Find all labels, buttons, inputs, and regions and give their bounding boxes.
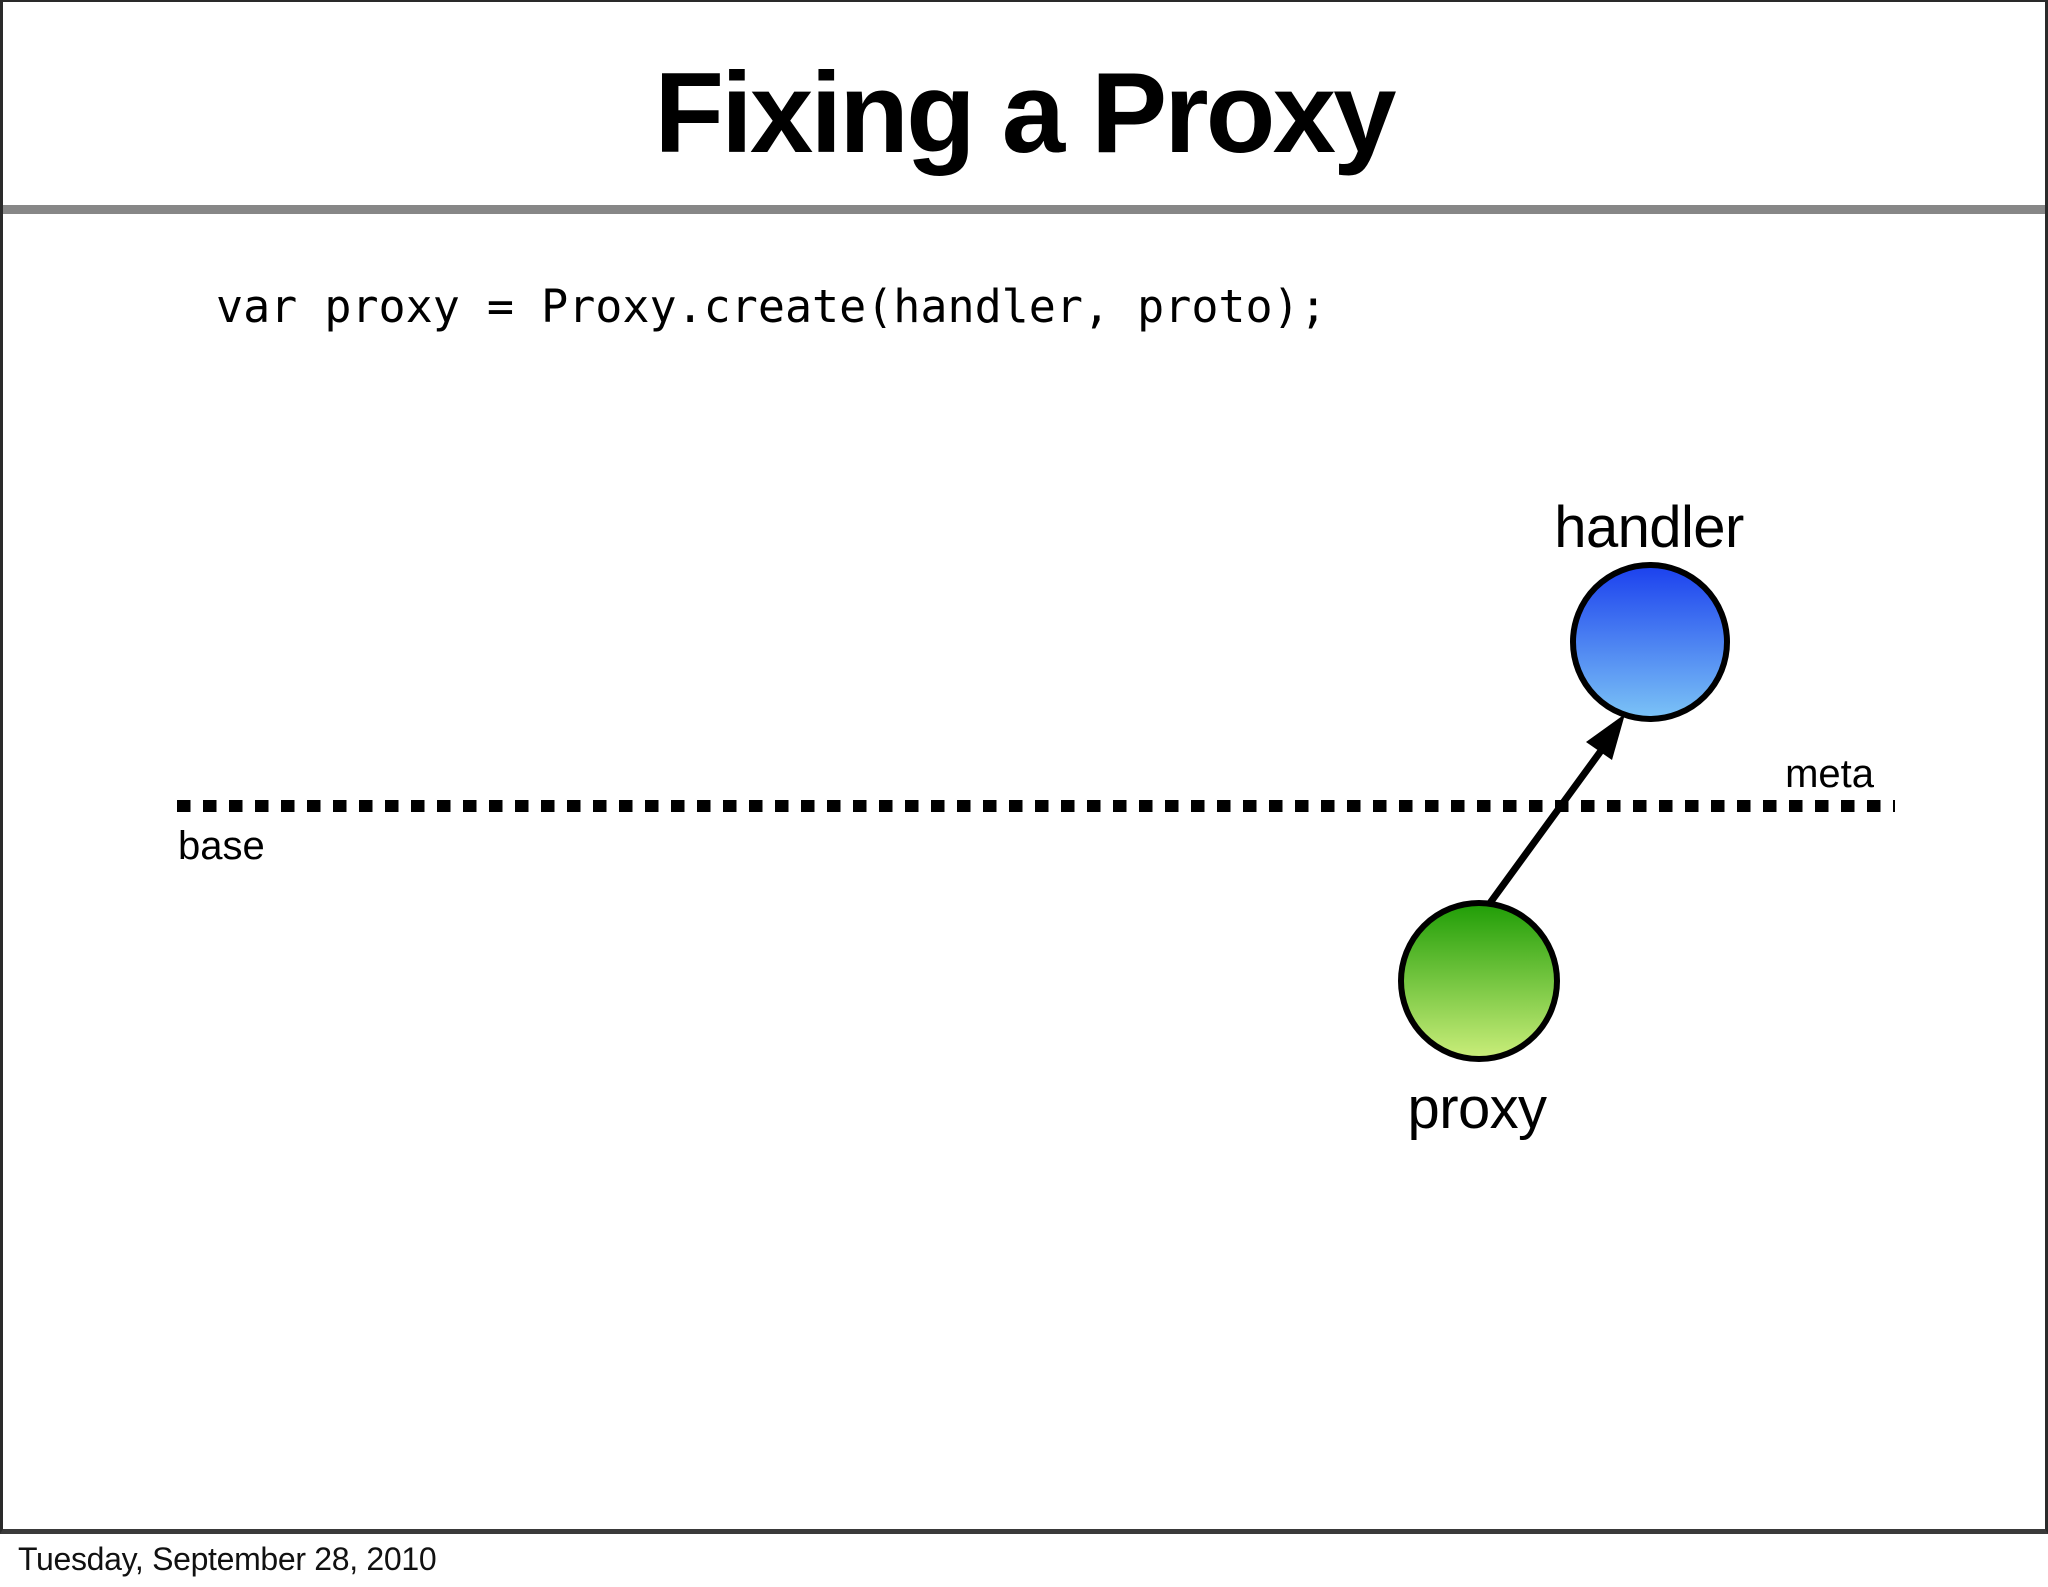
proxy-to-handler-arrowhead	[1586, 714, 1625, 760]
presentation-date: Tuesday, September 28, 2010	[18, 1541, 437, 1577]
code-snippet: var proxy = Proxy.create(handler, proto)…	[216, 280, 1327, 333]
meta-label: meta	[1785, 752, 1874, 796]
title-divider-line	[3, 205, 2045, 214]
proxy-diagram	[177, 562, 1895, 1062]
handler-label: handler	[1554, 495, 1744, 560]
slide-title: Fixing a Proxy	[654, 50, 1396, 177]
handler-circle	[1570, 562, 1730, 722]
slide-canvas: Fixing a Proxy var proxy = Proxy.create(…	[0, 0, 2048, 1534]
proxy-label: proxy	[1407, 1076, 1548, 1141]
proxy-circle	[1398, 900, 1560, 1062]
proxy-to-handler-arrow-shaft	[1487, 745, 1606, 906]
base-label: base	[178, 824, 265, 868]
